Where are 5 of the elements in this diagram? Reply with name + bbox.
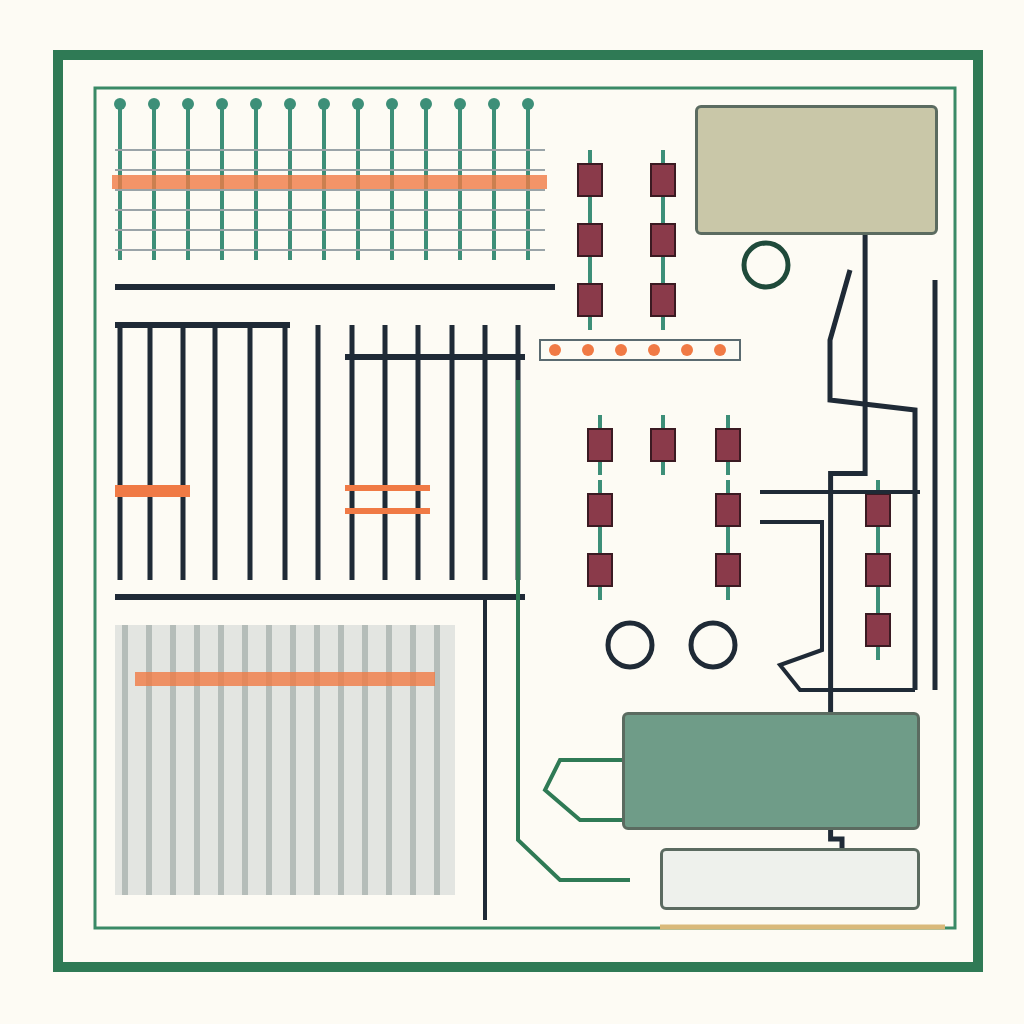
component-strip <box>660 848 920 910</box>
panel-box <box>622 712 920 830</box>
wire <box>828 830 845 848</box>
panel-box <box>695 105 938 235</box>
wire <box>828 235 868 712</box>
